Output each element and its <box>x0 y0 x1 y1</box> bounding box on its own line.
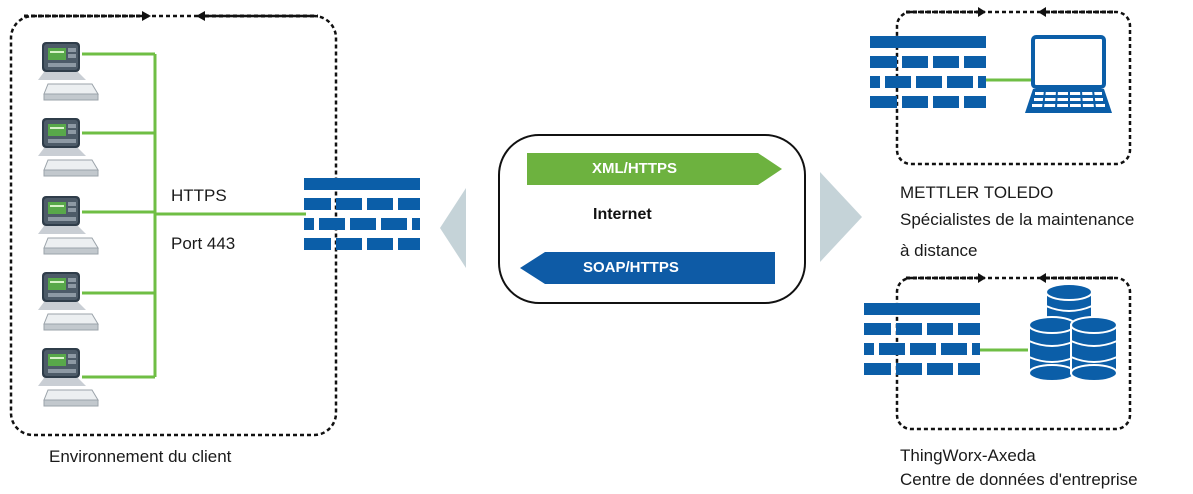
chevron-right-icon <box>820 172 862 262</box>
frame-arrow-left <box>196 11 318 21</box>
weighing-terminal-icon <box>37 271 99 331</box>
mettler-frame-arrow-left <box>1038 7 1115 17</box>
firewall-icon <box>864 303 980 375</box>
internet-label: Internet <box>593 206 652 223</box>
soap-https-arrow <box>520 252 775 284</box>
weighing-terminal-icon <box>37 41 99 101</box>
port-label: Port 443 <box>171 234 236 253</box>
mettler-frame-arrow-right <box>906 7 986 17</box>
client-environment-label: Environnement du client <box>49 447 232 466</box>
client-network-links <box>82 52 306 379</box>
mettler-description-line1: Spécialistes de la maintenance <box>900 210 1135 229</box>
client-environment-frame <box>9 14 338 437</box>
laptop-icon <box>1025 35 1112 113</box>
soap-https-label: SOAP/HTTPS <box>583 259 679 276</box>
database-icon <box>1028 283 1118 382</box>
mettler-description-line2: à distance <box>900 241 978 260</box>
frame-arrow-right <box>24 11 151 21</box>
weighing-terminal-icon <box>37 117 99 177</box>
thingworx-description: Centre de données d'entreprise <box>900 470 1138 489</box>
https-label: HTTPS <box>171 186 227 205</box>
xml-https-label: XML/HTTPS <box>592 160 677 177</box>
firewall-icon <box>304 178 420 250</box>
mettler-name: METTLER TOLEDO <box>900 183 1054 202</box>
chevron-left-icon <box>440 188 466 268</box>
thingworx-name: ThingWorx-Axeda <box>900 446 1036 465</box>
xml-https-arrow <box>527 153 782 185</box>
weighing-terminal-icon <box>37 195 99 255</box>
thingworx-frame-arrow-right <box>906 273 986 283</box>
firewall-icon <box>870 36 986 108</box>
thingworx-frame-arrow-left <box>1038 273 1115 283</box>
